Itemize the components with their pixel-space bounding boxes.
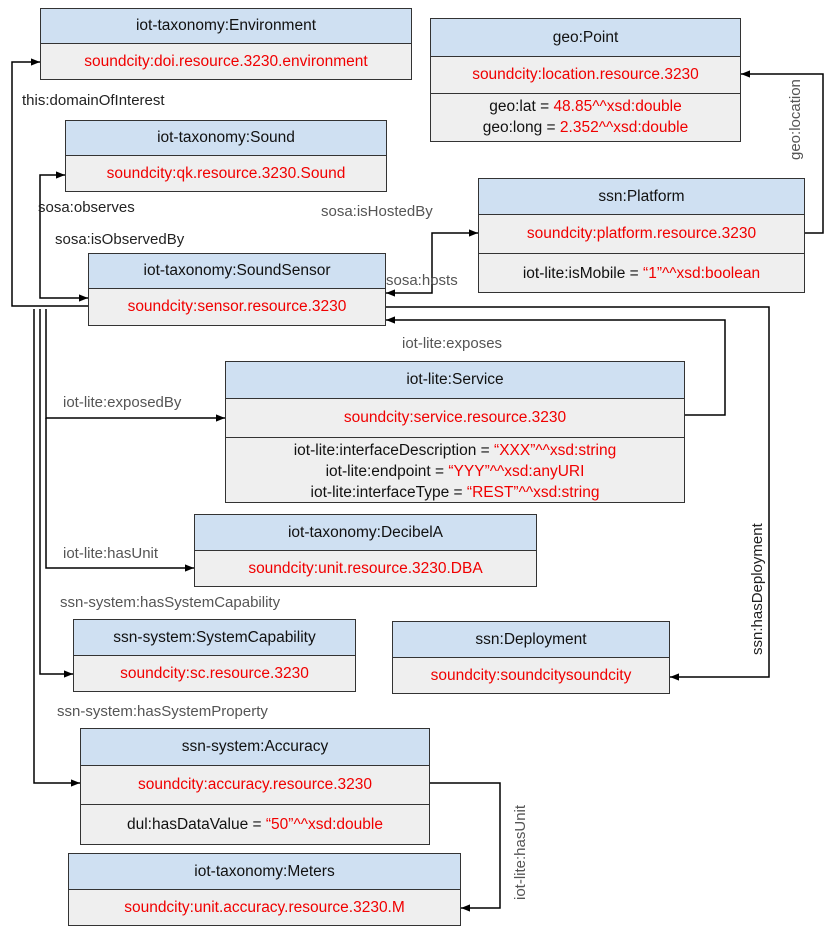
node-point: geo:Point soundcity:location.resource.32… (430, 18, 741, 142)
node-platform-class: ssn:Platform (479, 179, 804, 215)
node-environment: iot-taxonomy:Environment soundcity:doi.r… (40, 8, 412, 80)
label-domain-of-interest: this:domainOfInterest (22, 92, 165, 109)
node-accuracy: ssn-system:Accuracy soundcity:accuracy.r… (80, 728, 430, 845)
label-exposes: iot-lite:exposes (402, 335, 503, 352)
node-deployment: ssn:Deployment soundcity:soundcitysoundc… (392, 621, 670, 694)
node-service: iot-lite:Service soundcity:service.resou… (225, 361, 685, 503)
node-point-class: geo:Point (431, 19, 740, 57)
node-service-prop-endpoint: iot-lite:endpoint = “YYY”^^xsd:anyURI (325, 463, 585, 480)
edge-accuracy-has-unit (430, 782, 501, 912)
node-deployment-instance: soundcity:soundcitysoundcity (430, 666, 632, 684)
node-soundsensor-instance: soundcity:sensor.resource.3230 (127, 298, 347, 315)
label-is-hosted-by: sosa:isHostedBy (321, 203, 433, 220)
node-meters: iot-taxonomy:Meters soundcity:unit.accur… (68, 853, 461, 926)
edge-domain-of-interest (11, 58, 88, 307)
node-service-props: iot-lite:interfaceDescription = “XXX”^^x… (226, 437, 684, 503)
node-platform-prop-ismobile: iot-lite:isMobile = “1”^^xsd:boolean (522, 265, 761, 282)
node-platform-instance: soundcity:platform.resource.3230 (526, 225, 757, 242)
node-environment-instance: soundcity:doi.resource.3230.environment (84, 52, 368, 70)
node-environment-class: iot-taxonomy:Environment (41, 9, 411, 44)
edge-exposes (386, 316, 726, 416)
node-accuracy-class: ssn-system:Accuracy (81, 729, 429, 766)
label-hosts: sosa:hosts (386, 272, 458, 289)
node-accuracy-instance: soundcity:accuracy.resource.3230 (137, 776, 373, 793)
label-has-deployment: ssn:hasDeployment (749, 523, 766, 655)
node-point-props: geo:lat = 48.85^^xsd:double geo:long = 2… (431, 93, 740, 138)
label-is-observed-by: sosa:isObservedBy (55, 231, 185, 248)
edge-has-system-property (33, 309, 80, 787)
edge-has-deployment (386, 306, 770, 681)
label-observes: sosa:observes (38, 199, 135, 216)
node-decibel-instance: soundcity:unit.resource.3230.DBA (248, 559, 483, 577)
node-service-prop-interface-description: iot-lite:interfaceDescription = “XXX”^^x… (293, 442, 617, 459)
node-accuracy-props: dul:hasDataValue = “50”^^xsd:double (81, 804, 429, 835)
edge-observes (39, 171, 88, 302)
node-meters-class: iot-taxonomy:Meters (69, 854, 460, 890)
node-sound-instance: soundcity:qk.resource.3230.Sound (106, 164, 346, 182)
edge-has-system-capability (39, 309, 73, 678)
label-has-system-property: ssn-system:hasSystemProperty (57, 703, 268, 720)
label-has-system-capability: ssn-system:hasSystemCapability (60, 594, 281, 611)
node-platform: ssn:Platform soundcity:platform.resource… (478, 178, 805, 293)
node-meters-instance: soundcity:unit.accuracy.resource.3230.M (124, 898, 405, 916)
label-location: geo:location (787, 79, 804, 160)
label-exposed-by: iot-lite:exposedBy (63, 394, 182, 411)
node-decibel-class: iot-taxonomy:DecibelA (195, 515, 536, 551)
node-deployment-class: ssn:Deployment (393, 622, 669, 658)
node-point-prop-lat: geo:lat = 48.85^^xsd:double (489, 98, 682, 115)
node-service-class: iot-lite:Service (226, 362, 684, 399)
node-soundsensor-class: iot-taxonomy:SoundSensor (89, 254, 385, 289)
label-accuracy-has-unit: iot-lite:hasUnit (512, 804, 529, 900)
label-has-unit: iot-lite:hasUnit (63, 545, 159, 562)
node-syscap-class: ssn-system:SystemCapability (74, 620, 355, 656)
node-soundsensor: iot-taxonomy:SoundSensor soundcity:senso… (88, 253, 386, 326)
node-syscap-instance: soundcity:sc.resource.3230 (120, 664, 309, 682)
edge-location (741, 70, 824, 234)
node-decibel: iot-taxonomy:DecibelA soundcity:unit.res… (194, 514, 537, 587)
node-sound-class: iot-taxonomy:Sound (66, 121, 386, 156)
edge-has-unit (45, 418, 194, 572)
node-accuracy-prop-has-data-value: dul:hasDataValue = “50”^^xsd:double (127, 816, 383, 833)
node-point-instance: soundcity:location.resource.3230 (472, 66, 699, 83)
node-platform-props: iot-lite:isMobile = “1”^^xsd:boolean (479, 253, 804, 284)
node-sound: iot-taxonomy:Sound soundcity:qk.resource… (65, 120, 387, 192)
node-syscap: ssn-system:SystemCapability soundcity:sc… (73, 619, 356, 692)
node-point-prop-long: geo:long = 2.352^^xsd:double (482, 119, 689, 136)
node-service-instance: soundcity:service.resource.3230 (343, 409, 567, 426)
edge-hosts (386, 229, 478, 297)
node-service-prop-interface-type: iot-lite:interfaceType = “REST”^^xsd:str… (310, 484, 600, 501)
